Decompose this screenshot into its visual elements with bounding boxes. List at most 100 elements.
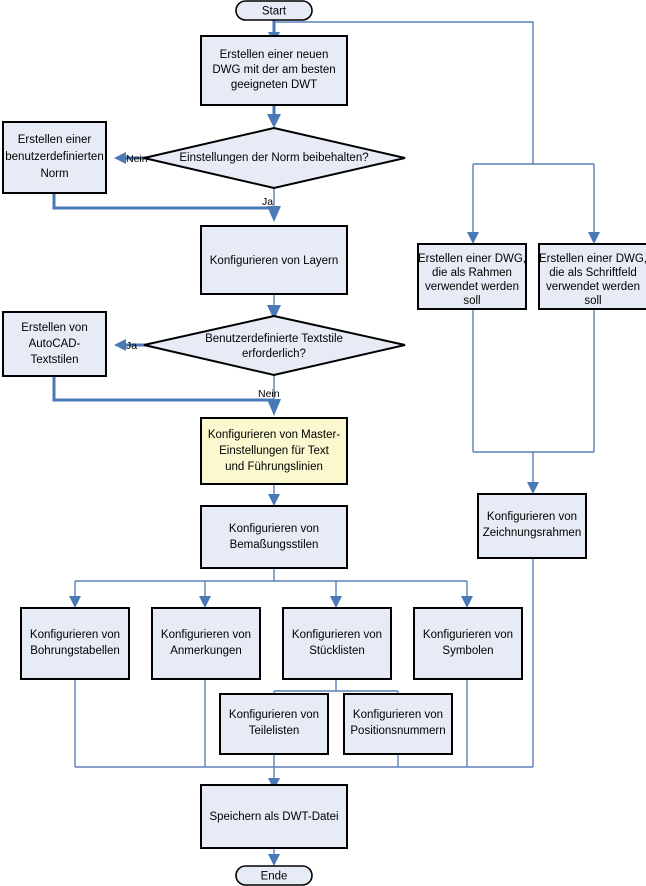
node-parts-lists[interactable]: Konfigurieren von Stücklisten bbox=[282, 607, 392, 680]
custom-norm-line-3: Norm bbox=[40, 168, 68, 180]
edge-customnorm-rejoin bbox=[52, 193, 274, 210]
new-dwg-line-2: DWG mit der am besten bbox=[212, 64, 335, 76]
node-new-dwg[interactable]: Erstellen einer neuen DWG mit der am bes… bbox=[200, 35, 348, 106]
dwg-titleblock-shape bbox=[538, 243, 646, 310]
arrowhead-drawing-frames bbox=[527, 482, 539, 494]
node-decision-keep-standard[interactable]: Einstellungen der Norm beibehalten? bbox=[143, 126, 406, 190]
arrowhead-end bbox=[268, 854, 280, 866]
configure-layers-shape bbox=[200, 225, 348, 295]
new-dwg-line-1: Erstellen einer neuen bbox=[220, 49, 329, 61]
start-label: Start bbox=[262, 6, 287, 18]
new-dwg-line-3: geeigneten DWT bbox=[231, 79, 317, 91]
dwg-frame-line-2: die als Rahmen bbox=[432, 267, 512, 279]
autocad-textstyles-line-1: Erstellen von bbox=[21, 322, 87, 334]
symbols-line-1: Konfigurieren von bbox=[423, 629, 513, 641]
dimension-styles-line-2: Bemaßungsstilen bbox=[230, 539, 319, 551]
end-label: Ende bbox=[261, 871, 288, 883]
balloons-shape bbox=[343, 693, 453, 755]
decision-keep-standard-label: Einstellungen der Norm beibehalten? bbox=[179, 152, 368, 164]
node-dwg-frame[interactable]: Erstellen einer DWG, die als Rahmen verw… bbox=[417, 243, 527, 310]
decision-custom-textstyles-shape bbox=[143, 314, 406, 377]
custom-norm-line-2: benutzerdefinierten bbox=[5, 151, 103, 163]
hole-tables-shape bbox=[20, 607, 130, 680]
autocad-textstyles-shape bbox=[2, 311, 107, 377]
node-drawing-frames[interactable]: Konfigurieren von Zeichnungsrahmen bbox=[477, 493, 587, 559]
arrowhead-decisiontext bbox=[267, 305, 281, 320]
arrowhead-parts-lists bbox=[330, 596, 342, 608]
master-settings-line-3: und Führungslinien bbox=[225, 461, 323, 473]
save-dwt-label: Speichern als DWT-Datei bbox=[209, 811, 338, 823]
annotations-shape bbox=[151, 607, 261, 680]
node-end[interactable]: Ende bbox=[235, 865, 313, 886]
node-hole-tables[interactable]: Konfigurieren von Bohrungstabellen bbox=[20, 607, 130, 680]
edge-label-norm-nein: Nein bbox=[126, 153, 148, 165]
dwg-titleblock-line-4: soll bbox=[584, 295, 601, 307]
dwg-titleblock-line-3: verwendet werden bbox=[546, 281, 640, 293]
dwg-titleblock-line-2: die als Schriftfeld bbox=[549, 267, 637, 279]
part-lists2-shape bbox=[219, 693, 329, 755]
decision-keep-standard-shape bbox=[143, 126, 406, 190]
edge-start-branch-right bbox=[274, 21, 534, 164]
symbols-shape bbox=[413, 607, 523, 680]
symbols-line-2: Symbolen bbox=[442, 645, 493, 657]
drawing-frames-line-1: Konfigurieren von bbox=[487, 511, 577, 523]
custom-norm-shape bbox=[2, 121, 107, 194]
node-part-lists2[interactable]: Konfigurieren von Teilelisten bbox=[219, 693, 329, 755]
dimension-styles-shape bbox=[200, 505, 348, 569]
dwg-frame-line-4: soll bbox=[463, 295, 480, 307]
end-shape bbox=[235, 865, 313, 886]
hole-tables-line-1: Konfigurieren von bbox=[30, 629, 120, 641]
arrowhead-annotations bbox=[199, 596, 211, 608]
edge-label-norm-ja: Ja bbox=[262, 196, 273, 208]
dwg-frame-shape bbox=[417, 243, 527, 310]
edge-label-text-ja: Ja bbox=[126, 340, 137, 352]
balloons-line-2: Positionsnummern bbox=[350, 725, 445, 737]
autocad-textstyles-line-2: AutoCAD- bbox=[29, 338, 81, 350]
dwg-frame-line-1: Erstellen einer DWG, bbox=[418, 253, 526, 265]
arrowhead-decisionnorm bbox=[267, 114, 281, 128]
arrowhead-dwg-frame bbox=[467, 232, 479, 244]
node-start[interactable]: Start bbox=[235, 0, 313, 21]
configure-layers-label: Konfigurieren von Layern bbox=[210, 255, 339, 267]
edge-textstyles-rejoin bbox=[52, 375, 274, 402]
drawing-frames-shape bbox=[477, 493, 587, 559]
node-custom-norm[interactable]: Erstellen einer benutzerdefinierten Norm bbox=[2, 121, 107, 194]
annotations-line-2: Anmerkungen bbox=[170, 645, 242, 657]
autocad-textstyles-line-3: Textstilen bbox=[31, 354, 79, 366]
node-decision-custom-textstyles[interactable]: Benutzerdefinierte Textstile erforderlic… bbox=[143, 314, 406, 377]
arrowhead-rejoin-layers bbox=[267, 206, 281, 222]
node-dimension-styles[interactable]: Konfigurieren von Bemaßungsstilen bbox=[200, 505, 348, 569]
arrowhead-custom-norm bbox=[114, 152, 126, 164]
node-autocad-textstyles[interactable]: Erstellen von AutoCAD- Textstilen bbox=[2, 311, 107, 377]
arrowhead-autocad-textstyles bbox=[114, 339, 126, 351]
node-balloons[interactable]: Konfigurieren von Positionsnummern bbox=[343, 693, 453, 755]
hole-tables-line-2: Bohrungstabellen bbox=[30, 645, 120, 657]
edge-label-text-nein: Nein bbox=[258, 388, 280, 400]
node-configure-layers[interactable]: Konfigurieren von Layern bbox=[200, 225, 348, 295]
new-dwg-shape bbox=[200, 35, 348, 106]
decision-custom-textstyles-line-1: Benutzerdefinierte Textstile bbox=[205, 333, 343, 345]
annotations-line-1: Konfigurieren von bbox=[161, 629, 251, 641]
parts-lists-line-2: Stücklisten bbox=[309, 645, 365, 657]
balloons-line-1: Konfigurieren von bbox=[353, 709, 443, 721]
node-dwg-titleblock[interactable]: Erstellen einer DWG, die als Schriftfeld… bbox=[538, 243, 646, 310]
arrowhead-rejoin-master bbox=[267, 399, 281, 416]
save-dwt-shape bbox=[200, 784, 348, 849]
arrowhead-hole-tables bbox=[69, 596, 81, 608]
master-settings-line-2: Einstellungen für Text bbox=[219, 445, 330, 457]
dwg-frame-line-3: verwendet werden bbox=[425, 281, 519, 293]
node-master-settings[interactable]: Konfigurieren von Master- Einstellungen … bbox=[200, 417, 348, 485]
node-annotations[interactable]: Konfigurieren von Anmerkungen bbox=[151, 607, 261, 680]
dwg-titleblock-line-1: Erstellen einer DWG, bbox=[539, 253, 646, 265]
dimension-styles-line-1: Konfigurieren von bbox=[229, 523, 319, 535]
arrowhead-symbols bbox=[461, 596, 473, 608]
decision-custom-textstyles-line-2: erforderlich? bbox=[242, 348, 306, 360]
parts-lists-line-1: Konfigurieren von bbox=[292, 629, 382, 641]
master-settings-shape bbox=[200, 417, 348, 485]
node-save-dwt[interactable]: Speichern als DWT-Datei bbox=[200, 784, 348, 849]
custom-norm-line-1: Erstellen einer bbox=[18, 134, 92, 146]
arrowhead-dwg-title bbox=[588, 232, 600, 244]
node-symbols[interactable]: Konfigurieren von Symbolen bbox=[413, 607, 523, 680]
